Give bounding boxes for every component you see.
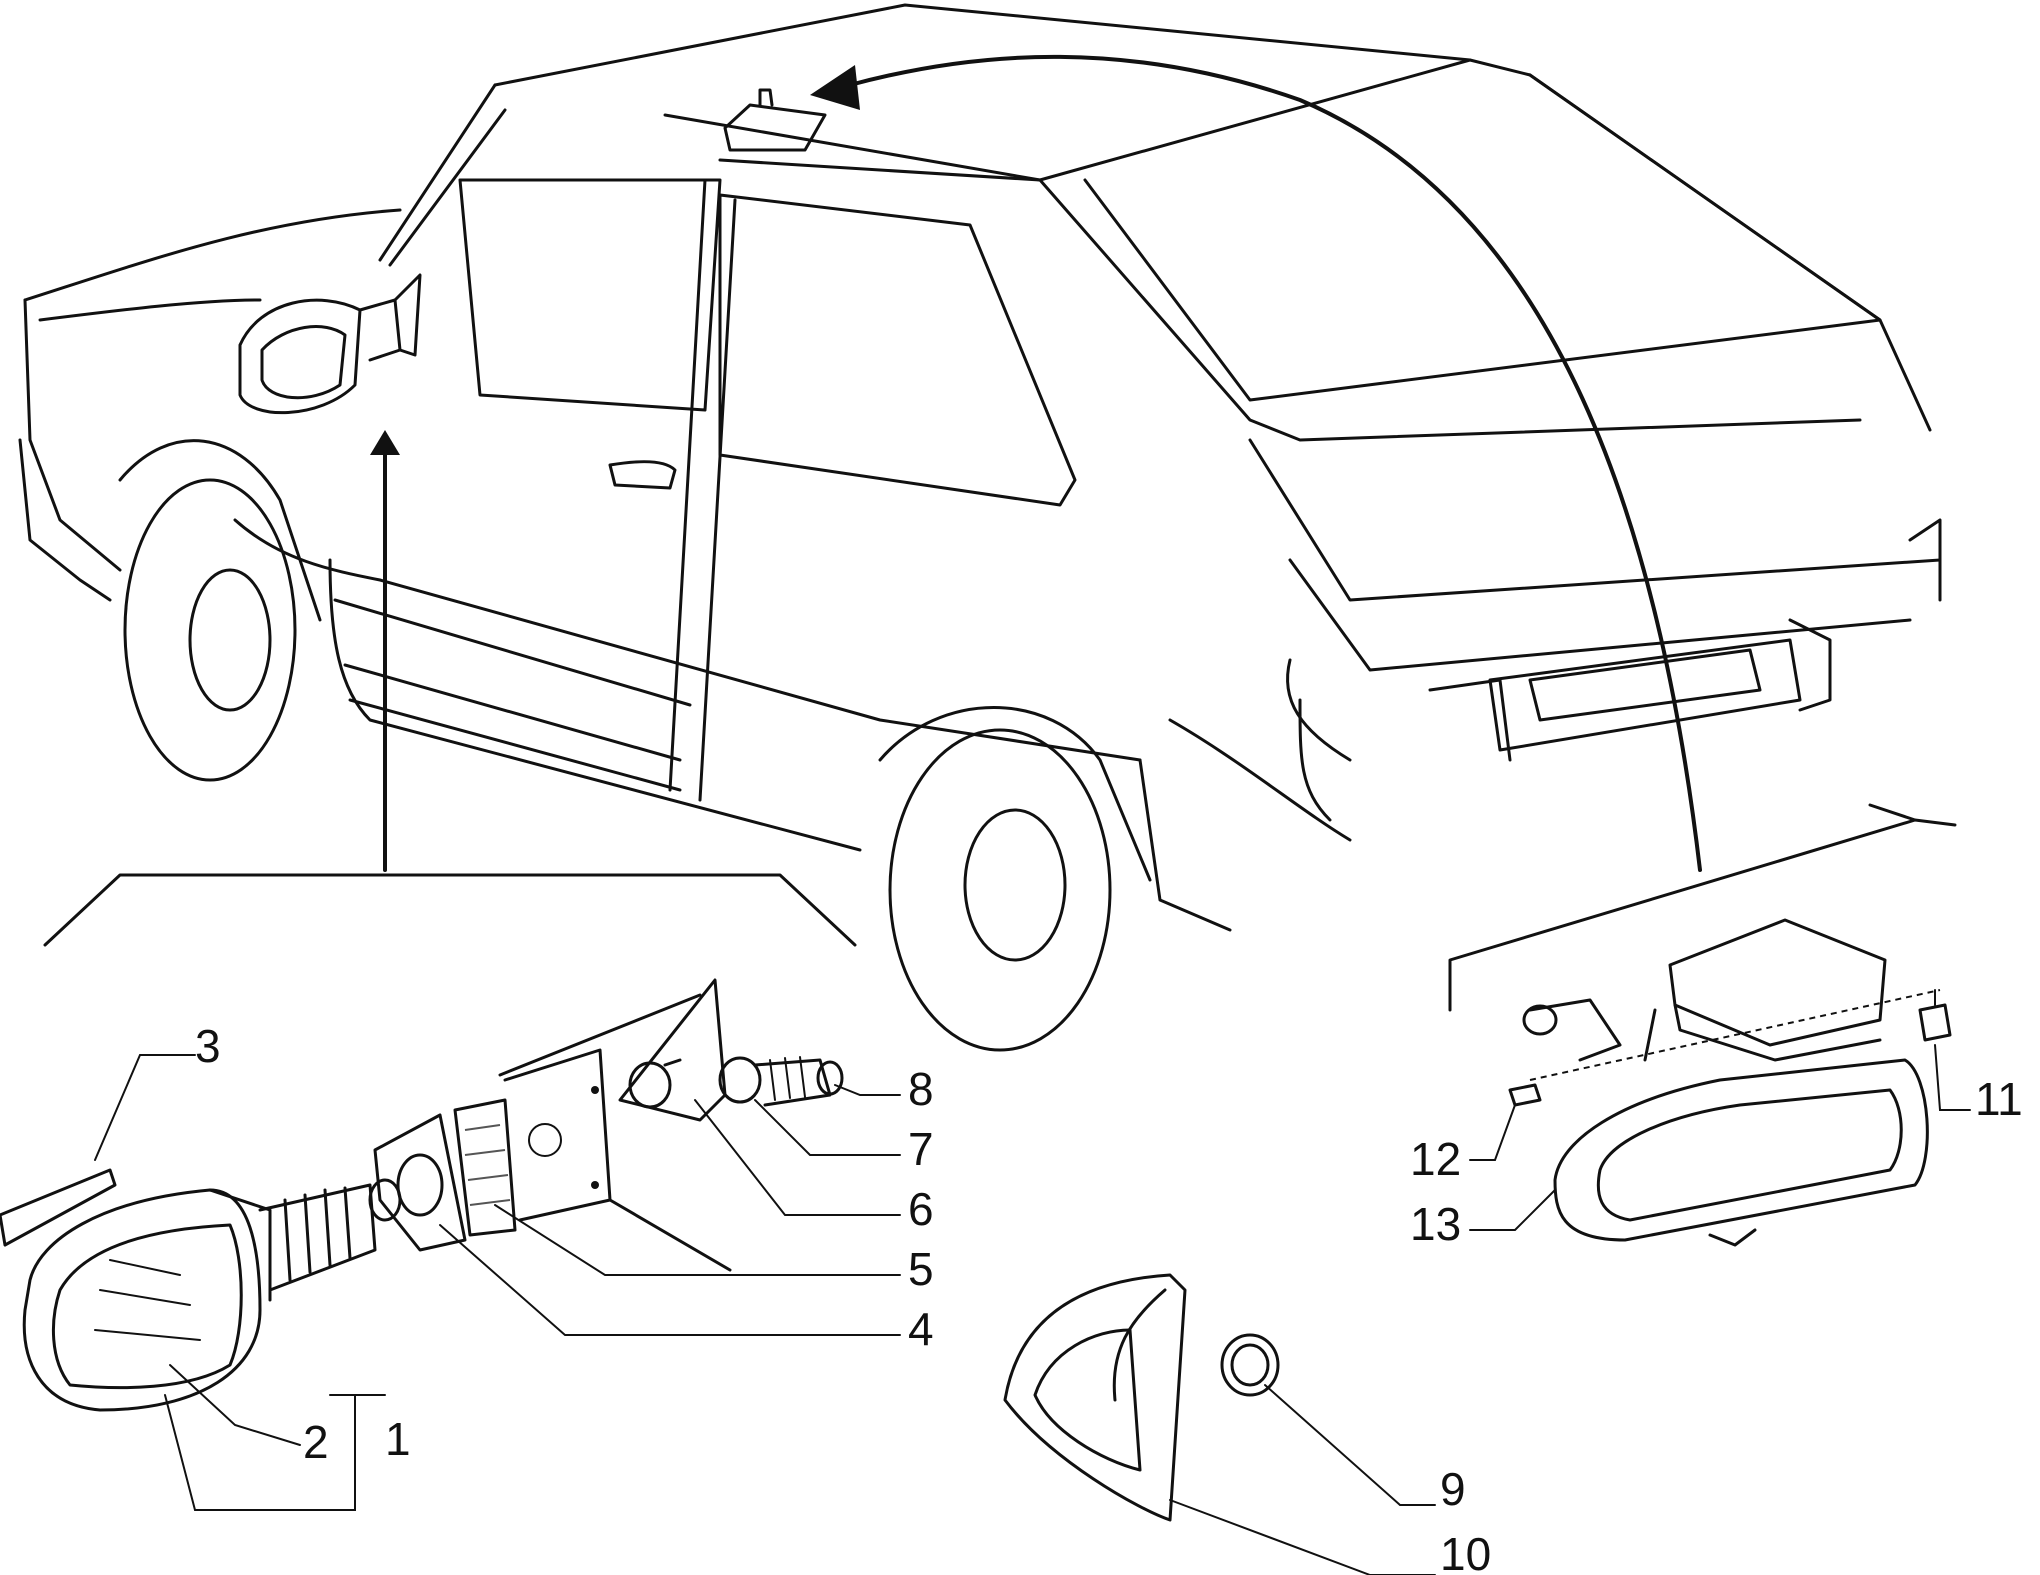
- callout-13: 13: [1410, 1198, 1461, 1250]
- door-trim-parts: [1003, 1273, 1280, 1522]
- pin-part: [1508, 1083, 1542, 1107]
- door-trim-cover-part: [1003, 1273, 1187, 1522]
- mirror-housing-part: [22, 1188, 262, 1412]
- interior-mirror-arrowhead: [810, 65, 860, 110]
- callout-10: 10: [1440, 1528, 1491, 1575]
- interior-mirror-arrow-shaft: [848, 54, 1702, 872]
- callout-labels: 1 2 3 4 5 6 7 8 9 10 11 12 13: [195, 1020, 2023, 1575]
- exterior-mirror-exploded: [0, 978, 844, 1412]
- callout-1: 1: [385, 1413, 411, 1465]
- foam-pad-part: [453, 1098, 517, 1237]
- callout-4: 4: [908, 1303, 934, 1355]
- callout-7: 7: [908, 1123, 934, 1175]
- screw-part: [1918, 1003, 1952, 1042]
- callout-9: 9: [1440, 1463, 1466, 1515]
- interior-mirror-exploded: [1508, 918, 1952, 1247]
- cap-part: [1220, 1333, 1280, 1397]
- callout-12: 12: [1410, 1133, 1461, 1185]
- spring-part: [753, 1058, 832, 1107]
- nut-part: [718, 1056, 762, 1104]
- exploded-view-brackets: [43, 803, 1957, 1012]
- mirror-glass-part: [52, 1223, 243, 1390]
- trim-strip-part: [0, 1168, 117, 1247]
- callout-2: 2: [303, 1416, 329, 1468]
- gasket-part: [373, 1113, 467, 1252]
- car-illustration: [18, 3, 1942, 1052]
- exterior-mirror-arrowhead: [370, 430, 400, 455]
- pointer-arrows: [370, 54, 1702, 872]
- interior-mirror-part: [1553, 1058, 1929, 1242]
- callout-3: 3: [195, 1020, 221, 1072]
- leader-lines: [94, 1044, 1971, 1575]
- callout-6: 6: [908, 1183, 934, 1235]
- callout-11: 11: [1975, 1073, 2023, 1125]
- callout-8: 8: [908, 1063, 934, 1115]
- callout-5: 5: [908, 1243, 934, 1295]
